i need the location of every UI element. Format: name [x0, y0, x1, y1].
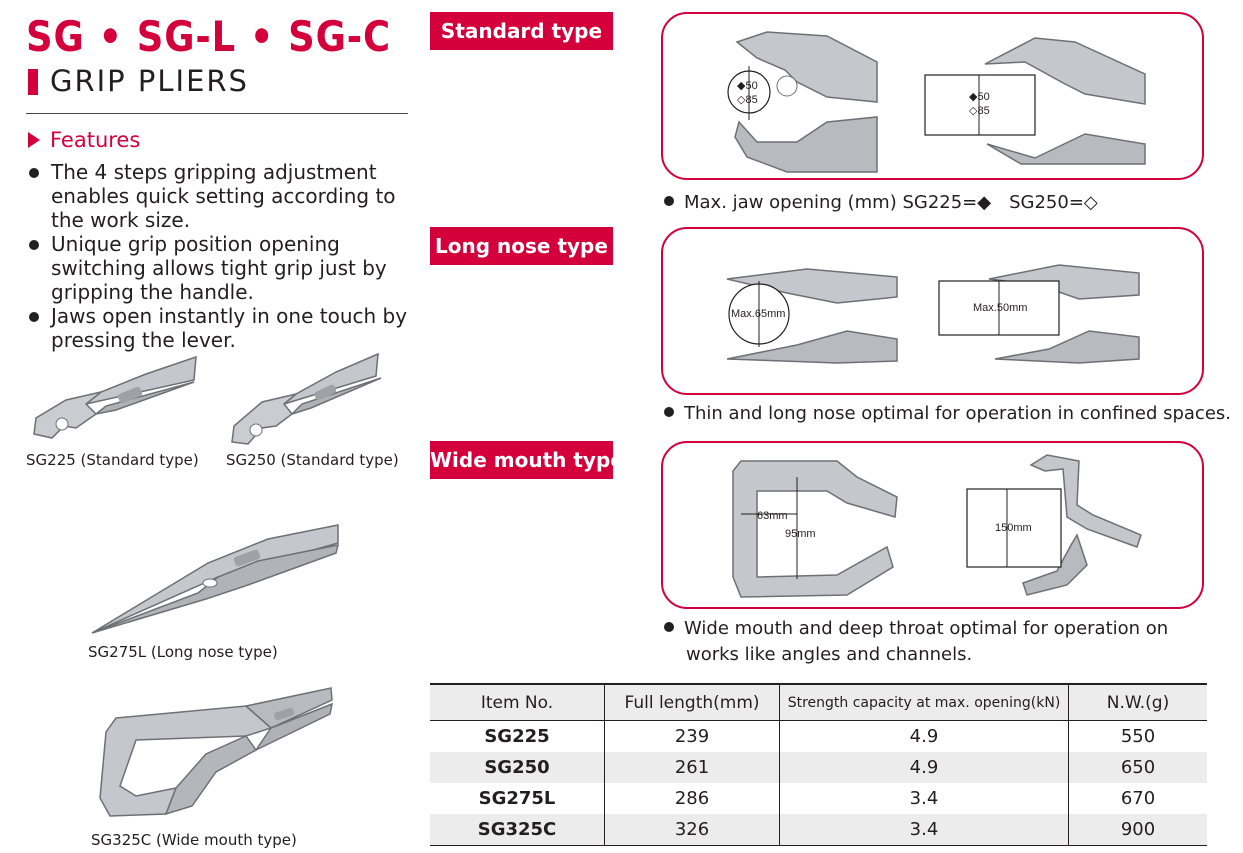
cell-weight: 550: [1068, 720, 1207, 752]
bullet-icon: [664, 196, 674, 206]
standard-dim-a: ◆50: [737, 80, 758, 92]
header-divider: [26, 113, 408, 114]
wide-mouth-dim-a: 63mm: [757, 510, 788, 522]
col-full-length: Full length(mm): [604, 683, 780, 721]
sg275l-jaw-diagram: Max.65mm: [726, 268, 898, 364]
cell-item: SG325C: [430, 814, 605, 846]
sg325c-jaw-diagram: 63mm 95mm: [732, 460, 898, 598]
wide-mouth-note: Wide mouth and deep throat optimal for o…: [664, 618, 1168, 639]
cell-strength: 3.4: [779, 814, 1069, 846]
cell-weight: 650: [1068, 752, 1207, 783]
cell-item: SG250: [430, 752, 605, 783]
cell-length: 239: [604, 720, 780, 752]
col-weight: N.W.(g): [1068, 683, 1207, 721]
sg250-jaw-diagram: ◆50 ◇85: [924, 37, 1146, 165]
subtitle-marker: [28, 69, 38, 95]
col-strength: Strength capacity at max. opening(kN): [779, 683, 1069, 721]
sg250-caption: SG250 (Standard type): [226, 451, 399, 469]
long-nose-dim-a: Max.65mm: [731, 308, 785, 320]
sg325c-caption: SG325C (Wide mouth type): [91, 831, 297, 849]
features-heading: Features: [28, 128, 140, 152]
bullet-icon: [664, 622, 674, 632]
table-row: SG250 261 4.9 650: [430, 752, 1207, 783]
feature-item: Unique grip position opening switching a…: [26, 232, 411, 304]
col-item-no: Item No.: [430, 683, 605, 721]
cell-item: SG275L: [478, 788, 556, 809]
table-row: SG225 239 4.9 550: [430, 720, 1207, 752]
long-nose-note: Thin and long nose optimal for operation…: [664, 403, 1231, 424]
standard-type-label: Standard type: [430, 12, 613, 50]
standard-dim-d: ◇85: [969, 105, 990, 117]
standard-type-panel: ◆50 ◇85 ◆50 ◇85: [661, 12, 1204, 180]
wide-mouth-dim-b: 95mm: [785, 528, 816, 540]
long-nose-dim-b: Max.50mm: [973, 302, 1027, 314]
feature-item: The 4 steps gripping adjustment enables …: [26, 160, 411, 232]
table-header-row: Item No. Full length(mm) Strength capaci…: [430, 683, 1207, 721]
cell-length: 286: [604, 783, 780, 814]
page-subtitle: GRIP PLIERS: [50, 64, 249, 98]
cell-length: 326: [604, 814, 780, 846]
feature-item: Jaws open instantly in one touch by pres…: [26, 304, 411, 352]
sg325c-open-diagram: 150mm: [966, 454, 1142, 596]
sg225-jaw-diagram: ◆50 ◇85: [727, 31, 878, 173]
spec-table: Item No. Full length(mm) Strength capaci…: [430, 683, 1207, 846]
sg250-product-image: [231, 352, 382, 445]
long-nose-type-panel: Max.65mm Max.50mm: [661, 227, 1204, 395]
cell-weight: 900: [1068, 814, 1207, 846]
cell-strength: 3.4: [779, 783, 1069, 814]
table-row: SG275L 286 3.4 670: [430, 783, 1207, 814]
cell-item: SG225: [484, 726, 550, 747]
standard-dim-b: ◇85: [737, 94, 758, 106]
standard-dim-c: ◆50: [969, 91, 990, 103]
wide-mouth-type-panel: 63mm 95mm 150mm: [661, 441, 1204, 609]
page-title: SG • SG-L • SG-C: [26, 12, 392, 61]
sg275l-open-diagram: Max.50mm: [938, 264, 1140, 364]
cell-length: 261: [604, 752, 780, 783]
sg275l-caption: SG275L (Long nose type): [88, 643, 278, 661]
triangle-bullet-icon: [28, 132, 40, 148]
features-list: The 4 steps gripping adjustment enables …: [26, 160, 411, 352]
sg275l-product-image: [91, 524, 340, 634]
wide-mouth-dim-c: 150mm: [995, 522, 1032, 534]
features-heading-label: Features: [50, 128, 141, 152]
table-row: SG325C 326 3.4 900: [430, 814, 1207, 846]
sg325c-product-image: [99, 687, 334, 817]
cell-strength: 4.9: [779, 752, 1069, 783]
cell-weight: 670: [1068, 783, 1207, 814]
sg225-product-image: [33, 355, 197, 439]
bullet-icon: [664, 407, 674, 417]
long-nose-type-label: Long nose type: [430, 227, 613, 265]
wide-mouth-note-cont: works like angles and channels.: [686, 644, 973, 665]
standard-note: Max. jaw opening (mm) SG225=◆ SG250=◇: [664, 188, 1098, 214]
cell-strength: 4.9: [779, 720, 1069, 752]
sg225-caption: SG225 (Standard type): [26, 451, 199, 469]
wide-mouth-type-label: Wide mouth type: [430, 441, 624, 479]
